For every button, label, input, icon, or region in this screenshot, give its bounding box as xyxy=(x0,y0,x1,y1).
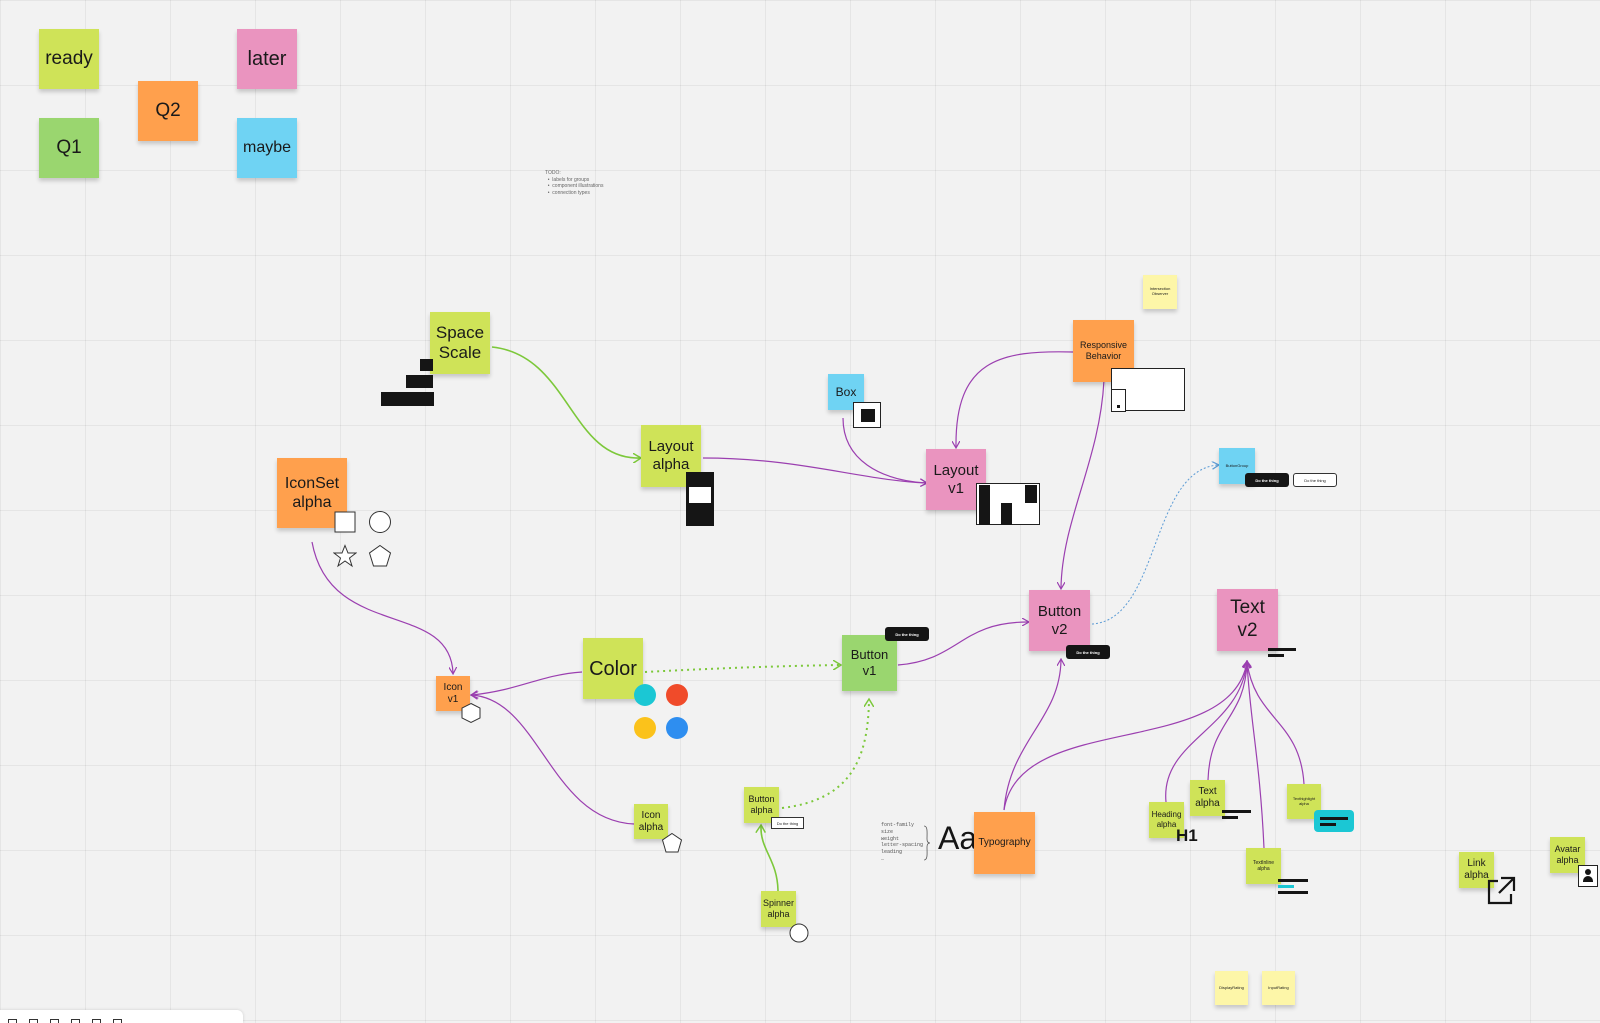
sticky-icon-v1[interactable]: Icon v1 xyxy=(436,676,470,711)
sticky-ready[interactable]: ready xyxy=(39,29,99,89)
space-step-large xyxy=(381,392,434,406)
link-color-buttonv1 xyxy=(644,665,840,673)
link-texthighlight-textv2 xyxy=(1247,662,1305,785)
toolbar-item-icon[interactable] xyxy=(113,1019,122,1023)
sticky-color[interactable]: Color xyxy=(583,638,643,699)
sticky-button-v1[interactable]: Button v1 xyxy=(842,635,897,691)
sticky-text-alpha[interactable]: Text alpha xyxy=(1190,780,1225,816)
link-buttonv2-buttongroup xyxy=(1091,465,1218,625)
sticky-maybe[interactable]: maybe xyxy=(237,118,297,178)
color-swatch-teal xyxy=(634,684,656,706)
text-v2-line-b xyxy=(1268,654,1284,657)
sticky-button-v2[interactable]: Button v2 xyxy=(1029,590,1090,651)
link-spacescale-layoutalpha xyxy=(491,346,640,458)
bottom-toolbar xyxy=(0,1010,243,1023)
link-color-iconv1 xyxy=(472,671,583,695)
toolbar-item-icon[interactable] xyxy=(71,1019,80,1023)
box-illustration-inner xyxy=(861,409,875,422)
texthighlight-illustration xyxy=(1314,810,1354,832)
avatar-head xyxy=(1585,869,1591,875)
avatar-body xyxy=(1583,876,1593,882)
layout-v1-col-a xyxy=(979,485,990,525)
textinline-line-b xyxy=(1278,885,1294,888)
todo-note[interactable]: TODO: • labels for groups • component il… xyxy=(545,170,604,196)
sticky-textinline-alpha[interactable]: TextInline alpha xyxy=(1246,848,1281,884)
button-v1-demo[interactable]: Do the thing xyxy=(885,627,929,641)
sticky-q2[interactable]: Q2 xyxy=(138,81,198,141)
typography-properties: font-family size weight letter-spacing l… xyxy=(881,822,924,862)
link-layoutalpha-layoutv1 xyxy=(702,457,926,483)
sticky-space-scale[interactable]: Space Scale xyxy=(430,312,490,374)
link-buttonalpha-buttonv1 xyxy=(781,700,869,809)
textinline-line-c xyxy=(1278,891,1308,894)
heading-sample: H1 xyxy=(1176,826,1198,845)
layout-alpha-illustration-slot xyxy=(689,487,711,503)
toolbar-item-icon[interactable] xyxy=(50,1019,59,1023)
color-swatch-blue xyxy=(666,717,688,739)
space-step-medium xyxy=(406,375,433,388)
link-responsive-buttonv2 xyxy=(1061,379,1105,588)
sticky-intersection-observer[interactable]: Intersection Observer xyxy=(1143,275,1177,309)
hexagon-icon xyxy=(461,702,481,724)
link-iconalpha-iconv1 xyxy=(472,695,635,825)
star-icon xyxy=(333,544,357,568)
responsive-mobile-button xyxy=(1117,405,1120,408)
external-link-icon xyxy=(1487,876,1516,905)
circle-icon xyxy=(789,923,809,943)
button-alpha-demo[interactable]: Do the thing xyxy=(771,817,804,829)
text-v2-line-a xyxy=(1268,648,1296,651)
sticky-text-v2[interactable]: Text v2 xyxy=(1217,589,1278,651)
color-swatch-yellow xyxy=(634,717,656,739)
layout-v1-col-c xyxy=(1025,485,1037,503)
responsive-mobile-illustration xyxy=(1111,389,1126,412)
sticky-inputrating[interactable]: InputRating xyxy=(1262,971,1295,1005)
pentagon-icon xyxy=(368,544,392,567)
link-textalpha-textv2 xyxy=(1207,662,1247,781)
buttongroup-primary-button[interactable]: Do the thing xyxy=(1245,473,1289,487)
toolbar-item-icon[interactable] xyxy=(92,1019,101,1023)
sticky-iconset-alpha[interactable]: IconSet alpha xyxy=(277,458,347,528)
text-alpha-line-a xyxy=(1222,810,1251,813)
sticky-icon-alpha[interactable]: Icon alpha xyxy=(634,804,668,839)
avatar-icon xyxy=(1578,865,1598,887)
color-swatch-red xyxy=(666,684,688,706)
brace-icon xyxy=(923,825,931,861)
toolbar-item-icon[interactable] xyxy=(29,1019,38,1023)
circle-icon xyxy=(369,511,391,533)
texthighlight-line-b xyxy=(1320,823,1336,826)
typography-sample: Aa xyxy=(938,820,978,856)
sticky-spinner-alpha[interactable]: Spinner alpha xyxy=(761,891,796,927)
text-alpha-line-b xyxy=(1222,816,1238,819)
sticky-later[interactable]: later xyxy=(237,29,297,89)
sticky-displayrating[interactable]: DisplayRating xyxy=(1215,971,1248,1005)
square-icon xyxy=(334,511,356,533)
link-textinline-textv2 xyxy=(1247,662,1265,849)
sticky-responsive-behavior[interactable]: Responsive Behavior xyxy=(1073,320,1134,382)
link-spinner-buttonalpha xyxy=(761,826,779,893)
link-typography-buttonv2 xyxy=(1003,660,1061,811)
sticky-q1[interactable]: Q1 xyxy=(39,118,99,178)
textinline-line-a xyxy=(1278,879,1308,882)
texthighlight-line-a xyxy=(1320,817,1348,820)
button-v2-demo[interactable]: Do the thing xyxy=(1066,645,1110,659)
space-step-small xyxy=(420,359,433,371)
pentagon-icon xyxy=(661,832,683,853)
layout-v1-col-b xyxy=(1001,503,1012,525)
buttongroup-secondary-button[interactable]: Do the thing xyxy=(1293,473,1337,487)
sticky-heading-alpha[interactable]: Heading alpha xyxy=(1149,802,1184,838)
link-responsive-layoutv1 xyxy=(956,351,1074,447)
toolbar-item-icon[interactable] xyxy=(8,1019,17,1023)
sticky-typography[interactable]: Typography xyxy=(974,812,1035,874)
